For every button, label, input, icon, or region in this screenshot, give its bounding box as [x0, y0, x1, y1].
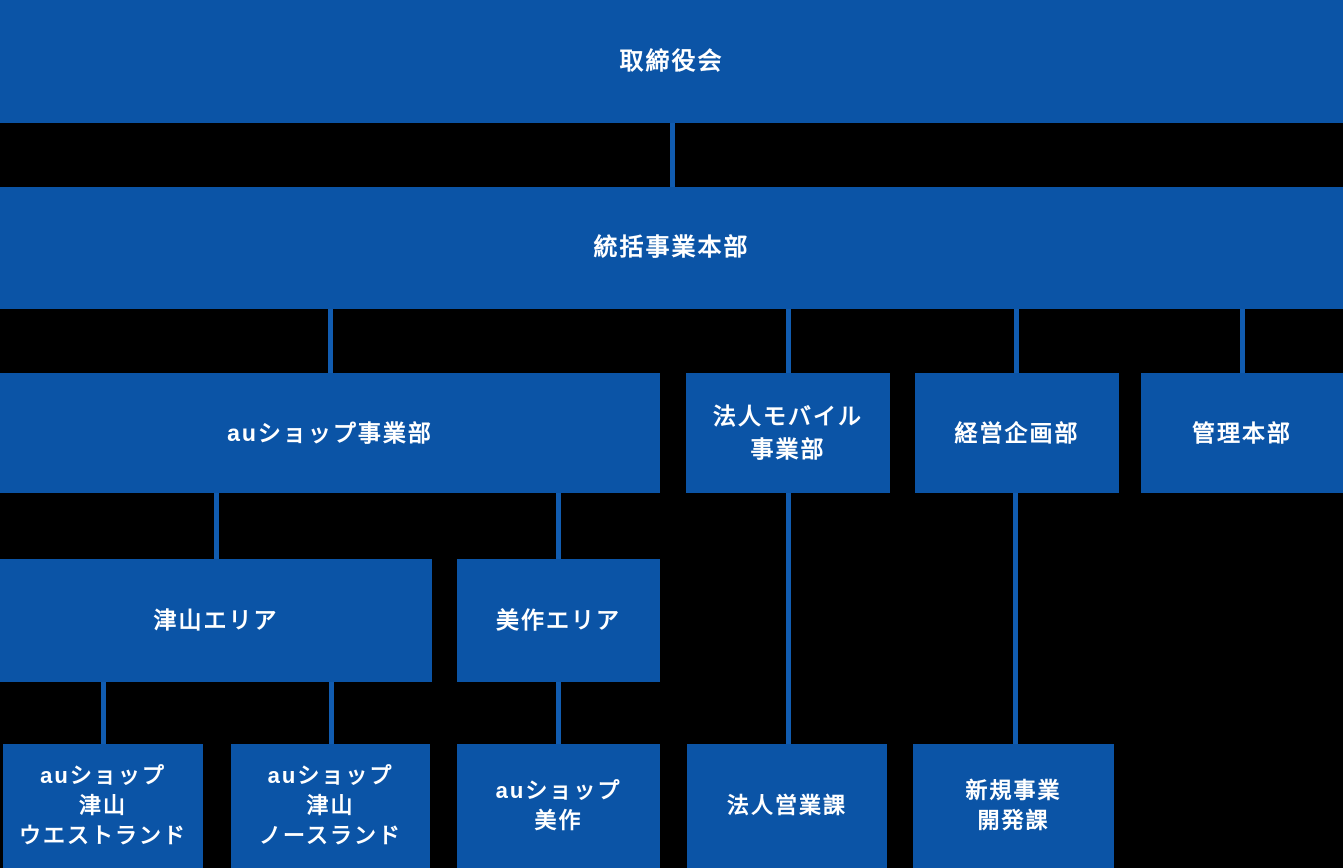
org-node-corporate-sales-section: 法人営業課 — [687, 744, 887, 868]
connector-line-tsuyama-area-to-westland — [101, 682, 106, 744]
org-node-label: 新規事業 開発課 — [965, 778, 1062, 833]
org-node-label: 美作エリア — [496, 607, 621, 633]
org-node-label: auショップ 美作 — [495, 778, 622, 833]
org-node-label: 法人営業課 — [726, 793, 847, 818]
org-node-label: auショップ 津山 ウエストランド — [18, 763, 187, 848]
connector-line-mimasaka-area-to-shop-mimasaka — [556, 682, 561, 744]
org-node-label: 法人モバイル 事業部 — [713, 403, 863, 462]
connector-line-tsuyama-area-to-northland — [329, 682, 334, 744]
connector-line-au-shop-division-to-tsuyama-area — [214, 493, 219, 559]
org-node-au-shop-tsuyama-northland: auショップ 津山 ノースランド — [231, 744, 430, 868]
connector-line-corporate-planning-to-new-business — [1013, 493, 1018, 744]
org-node-label: 統括事業本部 — [593, 234, 750, 261]
org-node-general-business-hq: 統括事業本部 — [0, 187, 1343, 309]
connector-line-au-shop-division-to-mimasaka-area — [556, 493, 561, 559]
org-node-mimasaka-area: 美作エリア — [457, 559, 660, 682]
connector-line-board-to-hq — [670, 123, 675, 187]
connector-line-hq-to-corporate-planning — [1014, 309, 1019, 373]
org-node-label: 経営企画部 — [954, 419, 1080, 446]
org-node-label: auショップ 津山 ノースランド — [259, 763, 402, 848]
org-node-board-of-directors: 取締役会 — [0, 0, 1343, 123]
org-node-administration-hq: 管理本部 — [1141, 373, 1343, 493]
org-node-label: 取締役会 — [619, 47, 724, 75]
connector-line-hq-to-administration — [1240, 309, 1245, 373]
org-node-au-shop-mimasaka: auショップ 美作 — [457, 744, 660, 868]
org-node-au-shop-tsuyama-westland: auショップ 津山 ウエストランド — [3, 744, 203, 868]
connector-line-hq-to-au-shop-division — [328, 309, 333, 373]
org-node-label: 管理本部 — [1192, 419, 1292, 446]
org-node-new-business-development-section: 新規事業 開発課 — [913, 744, 1114, 868]
org-node-corporate-planning-dept: 経営企画部 — [915, 373, 1119, 493]
org-node-label: 津山エリア — [153, 607, 279, 633]
org-node-tsuyama-area: 津山エリア — [0, 559, 432, 682]
connector-line-hq-to-corporate-mobile — [786, 309, 791, 373]
connector-line-corporate-mobile-to-sales-section — [786, 493, 791, 744]
org-node-corporate-mobile-division: 法人モバイル 事業部 — [686, 373, 890, 493]
org-node-au-shop-division: auショップ事業部 — [0, 373, 660, 493]
org-node-label: auショップ事業部 — [227, 419, 433, 446]
